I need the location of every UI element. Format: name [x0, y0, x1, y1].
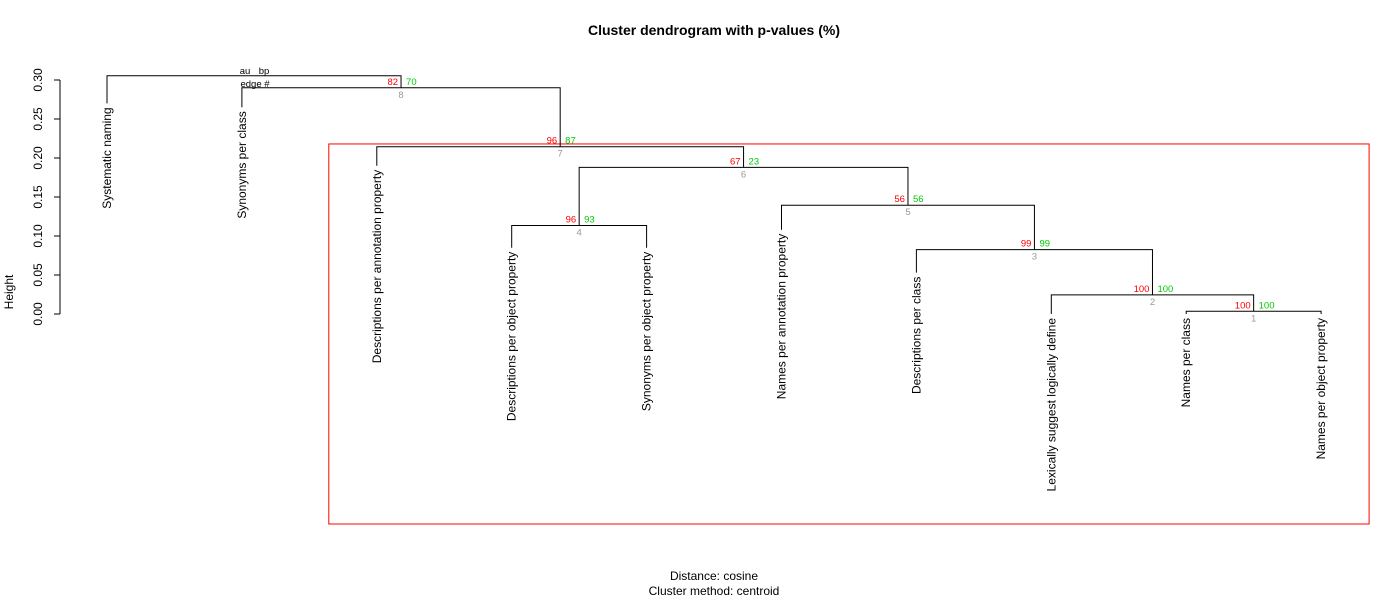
- y-axis: 0.00 0.05 0.10 0.15 0.20 0.25 0.30: [31, 68, 61, 326]
- au-pvalue: 56: [894, 194, 905, 205]
- y-tick-label: 0.10: [31, 224, 45, 248]
- legend-labels: au bp edge #: [240, 66, 271, 90]
- highlight-box: [328, 143, 1370, 525]
- edge-number: 2: [1150, 297, 1155, 308]
- au-pvalue: 96: [566, 214, 577, 225]
- dendrogram-branch: [106, 75, 402, 104]
- leaf-label: Descriptions per class: [909, 277, 923, 394]
- edge-number: 1: [1251, 313, 1256, 324]
- au-pvalue: 100: [1235, 300, 1251, 311]
- y-tick-label: 0.15: [31, 185, 45, 209]
- leaf-label: Synonyms per object property: [640, 252, 654, 411]
- edge-number: 4: [577, 227, 582, 238]
- dendrogram-branches: [106, 75, 1322, 314]
- au-pvalue: 67: [730, 156, 741, 167]
- leaf-label: Lexically suggest logically define: [1044, 318, 1058, 492]
- legend-au: au: [240, 66, 251, 77]
- leaf-labels: Systematic naming Synonyms per classDescr…: [100, 107, 1328, 491]
- y-tick-label: 0.30: [31, 68, 45, 92]
- bp-pvalue: 87: [565, 136, 576, 147]
- au-pvalue: 96: [547, 136, 558, 147]
- edge-number: 6: [741, 169, 746, 180]
- bp-pvalue: 100: [1259, 300, 1275, 311]
- bp-pvalue: 99: [1039, 239, 1050, 250]
- leaf-label: Names per annotation property: [775, 234, 789, 399]
- au-pvalue: 99: [1021, 239, 1032, 250]
- y-axis-label: Height: [2, 274, 16, 309]
- y-tick-label: 0.20: [31, 146, 45, 170]
- au-pvalue: 82: [387, 77, 398, 88]
- legend-bp: bp: [259, 66, 270, 77]
- au-pvalue: 100: [1134, 284, 1150, 295]
- leaf-label: Synonyms per class: [235, 111, 249, 218]
- edge-number: 7: [558, 149, 563, 160]
- leaf-label: Descriptions per annotation property: [370, 170, 384, 363]
- leaf-label: Descriptions per object property: [505, 252, 519, 421]
- legend-edge: edge #: [240, 79, 270, 90]
- y-tick-label: 0.00: [31, 302, 45, 326]
- bp-pvalue: 23: [749, 156, 760, 167]
- bp-pvalue: 93: [584, 214, 595, 225]
- distance-subtitle: Distance: cosine: [670, 569, 758, 583]
- bp-pvalue: 70: [406, 77, 417, 88]
- method-subtitle: Cluster method: centroid: [649, 584, 780, 598]
- y-tick-label: 0.05: [31, 263, 45, 287]
- leaf-label: Systematic naming: [100, 107, 114, 208]
- leaf-label: Names per class: [1179, 318, 1193, 407]
- highlight-rects: [328, 143, 1370, 525]
- bp-pvalue: 56: [913, 194, 924, 205]
- chart-title: Cluster dendrogram with p-values (%): [588, 22, 840, 38]
- edge-number: 3: [1032, 252, 1037, 263]
- leaf-label: Names per object property: [1314, 318, 1328, 459]
- bp-pvalue: 100: [1157, 284, 1173, 295]
- edge-number: 5: [905, 207, 910, 218]
- edge-number: 8: [398, 90, 403, 101]
- y-tick-label: 0.25: [31, 107, 45, 131]
